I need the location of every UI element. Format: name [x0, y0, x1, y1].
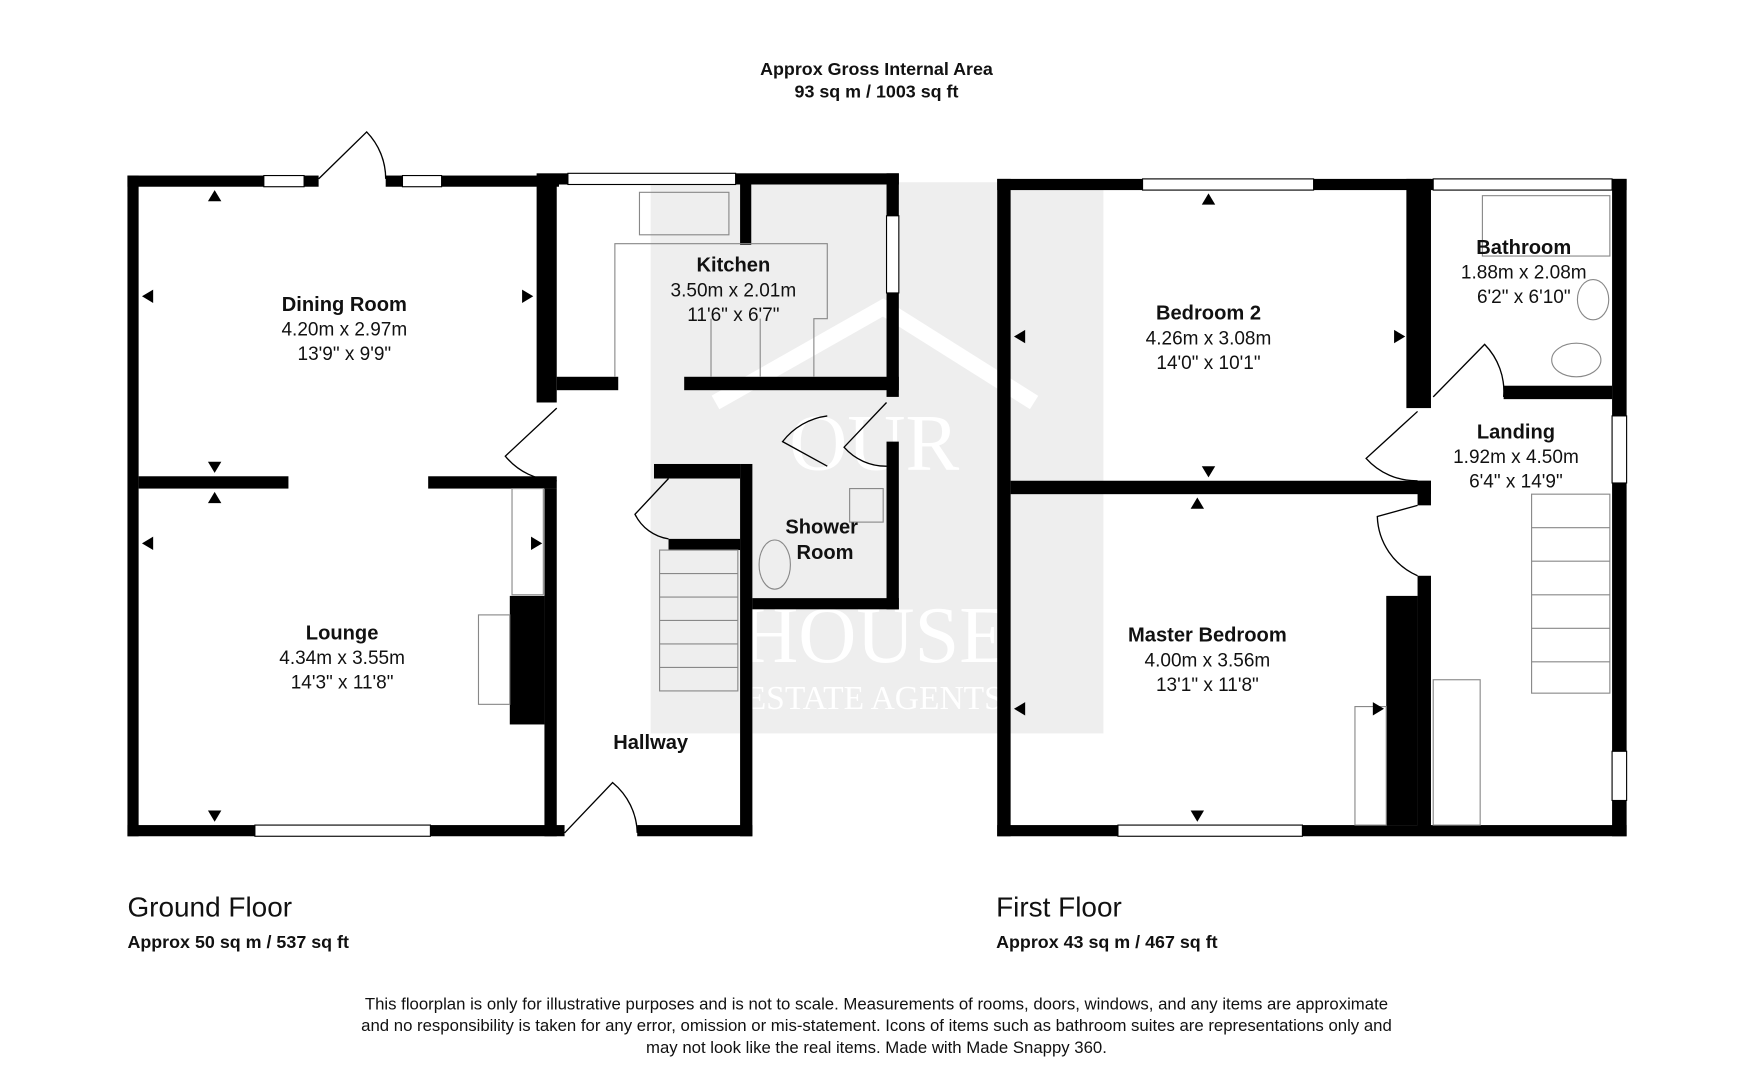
room-imperial-bathroom: 6'2" x 6'10"	[1477, 287, 1571, 308]
ground-floor-label: Ground Floor	[127, 892, 292, 923]
room-metric-bathroom: 1.88m x 2.08m	[1461, 262, 1587, 283]
room-metric-master-bedroom: 4.00m x 3.56m	[1145, 650, 1271, 671]
watermark: OUR HOUSE ESTATE AGENTS	[650, 182, 1104, 734]
room-name-shower-room: Shower	[785, 516, 858, 538]
room-name-landing: Landing	[1477, 421, 1555, 443]
room-name-dining-room: Dining Room	[282, 294, 407, 316]
room-imperial-landing: 6'4" x 14'9"	[1469, 471, 1563, 492]
gross-area-value: 93 sq m / 1003 sq ft	[795, 81, 959, 101]
ground-floor-area: Approx 50 sq m / 537 sq ft	[127, 932, 349, 952]
first-floor-area: Approx 43 sq m / 467 sq ft	[996, 932, 1218, 952]
gross-area-title: Approx Gross Internal Area	[760, 59, 994, 79]
room-metric-bedroom-2: 4.26m x 3.08m	[1146, 328, 1272, 349]
disclaimer-line-3: may not look like the real items. Made w…	[646, 1038, 1107, 1057]
first-floor-label: First Floor	[996, 892, 1122, 923]
room-imperial-dining-room: 13'9" x 9'9"	[298, 344, 392, 365]
room-imperial-kitchen: 11'6" x 6'7"	[687, 305, 779, 326]
watermark-line-3: ESTATE AGENTS	[746, 680, 1003, 717]
room-name-bathroom: Bathroom	[1476, 237, 1571, 259]
room-name-kitchen: Kitchen	[696, 255, 770, 277]
room-imperial-lounge: 14'3" x 11'8"	[291, 673, 394, 694]
watermark-line-1: OUR	[789, 399, 959, 488]
room-imperial-bedroom-2: 14'0" x 10'1"	[1156, 353, 1260, 374]
room-name-hallway: Hallway	[613, 732, 689, 754]
ground-floor-walls	[127, 130, 900, 837]
disclaimer-line-2: and no responsibility is taken for any e…	[361, 1016, 1392, 1035]
room-imperial-master-bedroom: 13'1" x 11'8"	[1156, 675, 1259, 696]
room-metric-dining-room: 4.20m x 2.97m	[281, 319, 407, 340]
measurement-arrows	[141, 190, 1406, 822]
room-metric-kitchen: 3.50m x 2.01m	[671, 280, 797, 301]
disclaimer-line-1: This floorplan is only for illustrative …	[365, 995, 1388, 1014]
room-name-bedroom-2: Bedroom 2	[1156, 303, 1261, 325]
room-name-lounge: Lounge	[306, 622, 379, 644]
first-floor-walls	[997, 178, 1628, 837]
room-name-master-bedroom: Master Bedroom	[1128, 625, 1287, 647]
room-metric-landing: 1.92m x 4.50m	[1453, 447, 1579, 468]
room-name-shower-room-2: Room	[797, 542, 854, 564]
room-metric-lounge: 4.34m x 3.55m	[279, 648, 405, 669]
